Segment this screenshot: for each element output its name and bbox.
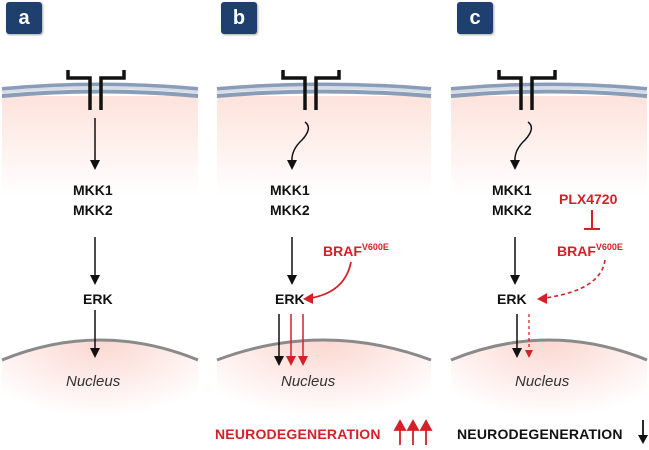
nucleus-label: Nucleus — [66, 373, 121, 390]
mkk1-label: MKK1 — [73, 182, 113, 198]
receptor-icon — [281, 70, 341, 110]
arrow-icon — [90, 310, 100, 358]
braf-label: BRAFV600E — [323, 242, 389, 263]
arrow-icon — [287, 121, 310, 285]
outcome-label: NEURODEGENERATION — [457, 426, 623, 442]
braf-label: BRAFV600E — [557, 242, 623, 263]
braf-text: BRAF — [557, 243, 596, 259]
cytoplasm — [217, 96, 431, 196]
inhibition-icon — [584, 210, 600, 230]
mkk2-label: MKK2 — [270, 202, 310, 218]
erk-label: ERK — [83, 291, 113, 307]
erk-label: ERK — [275, 291, 305, 307]
erk-label: ERK — [497, 291, 527, 307]
mkk1-label: MKK1 — [270, 182, 310, 198]
arrow-icon — [90, 118, 100, 285]
cytoplasm — [2, 96, 198, 196]
panel-b: b MKK1 MKK2 BRAFV600E ERK Nucleus NEUROD… — [215, 0, 433, 450]
receptor-icon — [66, 70, 126, 110]
panel-badge: a — [6, 2, 42, 34]
panel-b-diagram — [216, 70, 433, 450]
braf-activation-arrow — [303, 261, 352, 304]
cytoplasm — [451, 96, 647, 196]
nucleus — [451, 340, 647, 450]
nucleus-label: Nucleus — [281, 373, 336, 390]
braf-superscript: V600E — [361, 242, 389, 252]
increase-arrows-icon — [393, 419, 433, 445]
panel-a-diagram — [1, 70, 199, 450]
arrow-icon — [274, 314, 308, 366]
mkk2-label: MKK2 — [73, 202, 113, 218]
panel-a: a MKK1 MKK2 ERK Nucleus — [0, 0, 200, 450]
decrease-arrow-icon — [638, 420, 648, 444]
nucleus-label: Nucleus — [515, 373, 570, 390]
panel-c: c PLX4720 MKK1 MKK2 BRAFV600E ERK Nucleu… — [449, 0, 649, 450]
braf-text: BRAF — [323, 243, 362, 259]
inhibitor-label: PLX4720 — [559, 191, 618, 207]
nucleus — [2, 340, 198, 450]
receptor-icon — [497, 70, 557, 110]
braf-superscript: V600E — [595, 242, 623, 252]
cell-membrane — [450, 82, 648, 91]
cell-membrane — [216, 82, 432, 91]
outcome-label: NEURODEGENERATION — [215, 426, 381, 442]
nucleus — [217, 340, 431, 450]
mkk2-label: MKK2 — [492, 202, 532, 218]
braf-activation-arrow — [537, 259, 606, 304]
panel-badge: b — [221, 2, 257, 34]
panel-c-diagram — [450, 70, 648, 450]
panel-badge: c — [457, 2, 493, 34]
mkk1-label: MKK1 — [492, 182, 532, 198]
arrow-icon — [512, 314, 533, 358]
arrow-icon — [510, 121, 533, 285]
